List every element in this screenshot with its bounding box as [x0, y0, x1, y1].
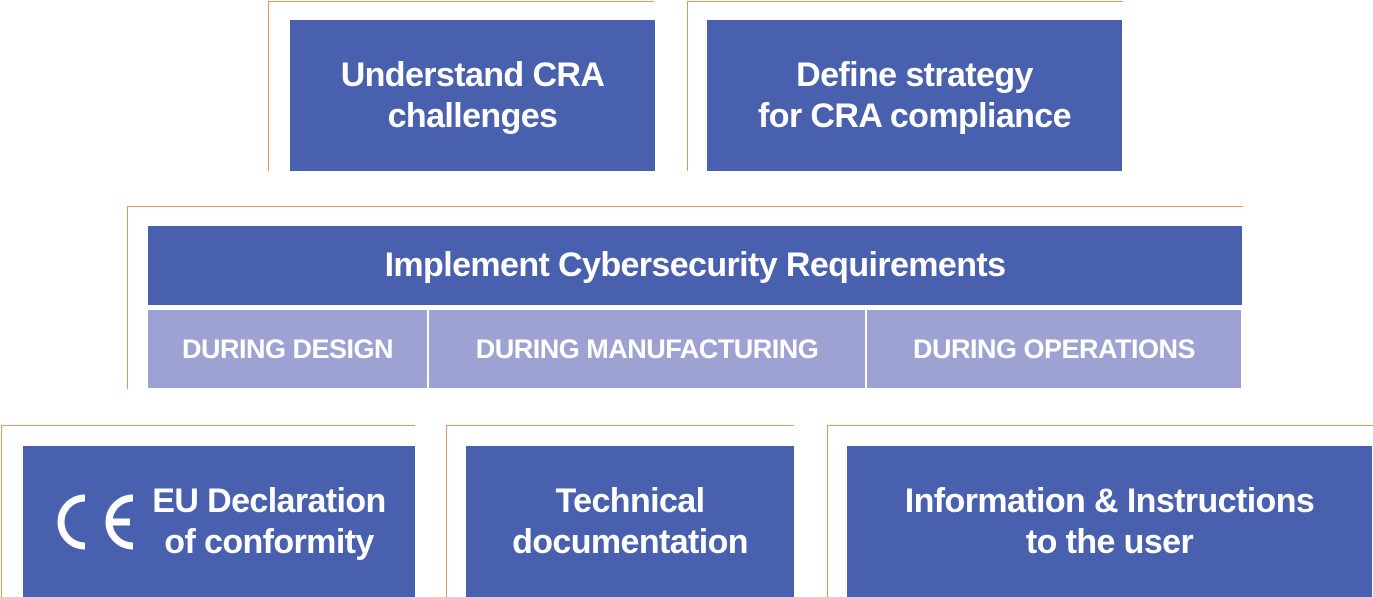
- eu-declaration-line1: EU Declaration: [152, 481, 386, 520]
- information-instructions-line2: to the user: [1025, 522, 1194, 561]
- phase-design: DURING DESIGN: [148, 310, 427, 388]
- define-strategy-label: Define strategy for CRA compliance: [758, 55, 1071, 137]
- phase-manufacturing-label: DURING MANUFACTURING: [475, 333, 819, 364]
- phase-design-label: DURING DESIGN: [181, 333, 394, 364]
- understand-cra-line1: Understand CRA: [340, 55, 605, 94]
- frame-implement: [127, 206, 1243, 389]
- information-instructions-label: Information & Instructions to the user: [904, 481, 1315, 563]
- phase-operations: DURING OPERATIONS: [867, 310, 1241, 388]
- technical-documentation-box: Technical documentation: [466, 446, 794, 597]
- implement-requirements-box: Implement Cybersecurity Requirements: [148, 226, 1242, 305]
- eu-declaration-label: EU Declaration of conformity: [152, 481, 386, 563]
- implement-requirements-title: Implement Cybersecurity Requirements: [384, 246, 1006, 284]
- phase-manufacturing: DURING MANUFACTURING: [429, 310, 865, 388]
- technical-documentation-label: Technical documentation: [512, 481, 748, 563]
- eu-declaration-box: EU Declaration of conformity: [23, 446, 415, 597]
- understand-cra-line2: challenges: [387, 96, 558, 135]
- define-strategy-box: Define strategy for CRA compliance: [707, 20, 1122, 171]
- information-instructions-line1: Information & Instructions: [904, 481, 1315, 520]
- technical-documentation-line1: Technical: [555, 481, 706, 520]
- understand-cra-box: Understand CRA challenges: [290, 20, 655, 171]
- phase-operations-label: DURING OPERATIONS: [912, 333, 1196, 364]
- frame-understand: [268, 1, 654, 171]
- define-strategy-line2: for CRA compliance: [758, 96, 1071, 135]
- understand-cra-label: Understand CRA challenges: [341, 55, 605, 137]
- define-strategy-line1: Define strategy: [796, 55, 1033, 94]
- frame-technical: [446, 425, 794, 597]
- frame-information: [827, 425, 1373, 597]
- ce-mark-icon: [52, 491, 138, 553]
- information-instructions-box: Information & Instructions to the user: [847, 446, 1372, 597]
- technical-documentation-line2: documentation: [512, 522, 748, 561]
- frame-declaration: [1, 425, 415, 597]
- eu-declaration-line2: of conformity: [164, 522, 374, 561]
- frame-strategy: [687, 1, 1123, 171]
